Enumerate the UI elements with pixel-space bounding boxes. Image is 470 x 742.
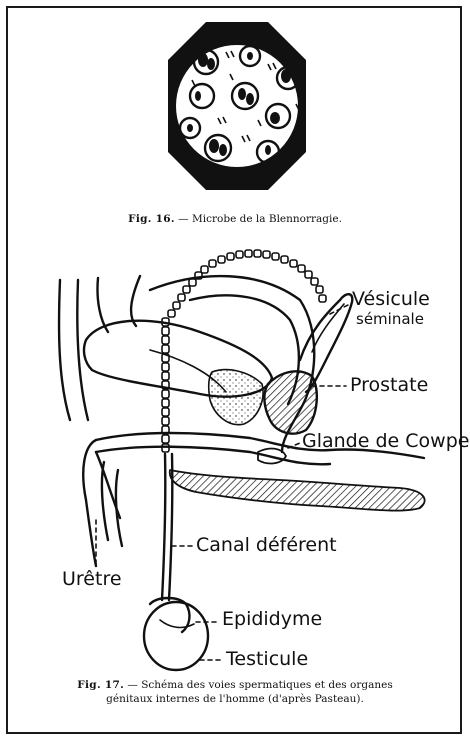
corpus-spongiosum — [170, 470, 425, 511]
pubic-outline — [97, 276, 140, 332]
figure16-number: Fig. 16. — [128, 213, 175, 225]
microbe-figure — [168, 22, 306, 190]
urethra-lower — [96, 447, 330, 465]
label-uretre: Urêtre — [62, 568, 122, 590]
prostate — [264, 371, 316, 433]
figure17-caption: Fig. 17. — Schéma des voies spermatiques… — [0, 678, 470, 706]
figure17-text-line1: — Schéma des voies spermatiques et des o… — [124, 679, 393, 691]
figure17-caption-line1: Fig. 17. — Schéma des voies spermatiques… — [0, 678, 470, 692]
stippled-tissue — [209, 370, 263, 425]
figure16-text: — Microbe de la Blennorragie. — [175, 213, 342, 225]
label-vesicule-line2: séminale — [356, 310, 424, 328]
label-glande-de: de — [375, 430, 399, 452]
label-prostate: Prostate — [350, 374, 428, 396]
label-glande-de-cowper: Glande de Cowper — [302, 430, 470, 452]
figure17-number: Fig. 17. — [77, 679, 124, 691]
label-testicule: Testicule — [226, 648, 308, 670]
testicle — [144, 602, 208, 670]
label-cowper: Cowper — [405, 430, 470, 452]
label-glande: Glande — [302, 430, 369, 452]
figure16-caption: Fig. 16. — Microbe de la Blennorragie. — [0, 212, 470, 226]
label-canal-deferent: Canal déférent — [196, 534, 337, 556]
label-epididyme: Epididyme — [222, 608, 322, 630]
penis-outer — [83, 440, 96, 566]
figure17-text-line2: génitaux internes de l'homme (d'après Pa… — [0, 692, 470, 706]
label-vesicule-line1: Vésicule — [352, 288, 430, 310]
